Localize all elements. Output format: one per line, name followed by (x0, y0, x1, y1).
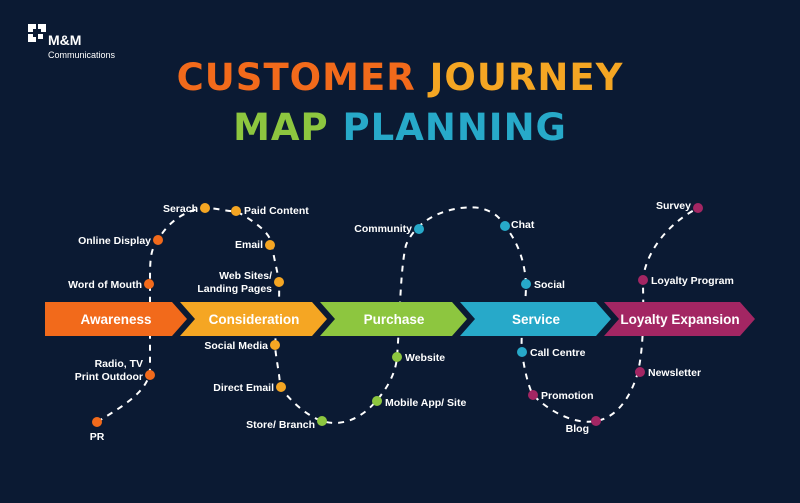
service-touchpoints: Chat Social Call Centre Promotion Blog (500, 219, 601, 435)
stage-arrow-service (460, 302, 611, 336)
brand-subtitle: Communications (48, 50, 116, 60)
stage-label-purchase: Purchase (364, 312, 425, 327)
touchpoint-dot (591, 416, 601, 426)
touchpoint-dot (372, 396, 382, 406)
touchpoint-dot (693, 203, 703, 213)
touchpoint-community: Community (354, 223, 412, 235)
touchpoint-dot (276, 382, 286, 392)
touchpoint-promotion: Promotion (541, 390, 594, 402)
touchpoint-dot (638, 275, 648, 285)
stage-arrow-awareness (45, 302, 187, 336)
stage-arrow-purchase (320, 302, 467, 336)
stage-arrow-loyalty (604, 302, 755, 336)
touchpoint-store-branch: Store/ Branch (246, 419, 315, 431)
awareness-touchpoints: PR Radio, TV Print Outdoor Word of Mouth… (68, 235, 163, 443)
touchpoint-call-centre: Call Centre (530, 347, 586, 359)
touchpoint-print-outdoor: Print Outdoor (75, 371, 143, 383)
touchpoint-serach: Serach (163, 203, 198, 215)
purchase-touchpoints: Community Website Mobile App/ Site (354, 223, 466, 409)
touchpoint-direct-email: Direct Email (213, 382, 274, 394)
loyalty-touchpoints: Survey Loyalty Program Newsletter (635, 200, 734, 379)
touchpoint-survey: Survey (656, 200, 691, 212)
touchpoint-website: Website (405, 352, 445, 364)
title-word-map: MAP (233, 106, 329, 149)
touchpoint-dot (274, 277, 284, 287)
touchpoint-pr: PR (90, 431, 105, 443)
touchpoint-dot (414, 224, 424, 234)
touchpoint-landing-pages: Landing Pages (197, 283, 272, 295)
title-word-customer: CUSTOMER (176, 56, 416, 99)
page-title-line-1: CUSTOMER JOURNEY (0, 56, 800, 99)
touchpoint-dot (200, 203, 210, 213)
journey-path (96, 206, 699, 424)
stage-label-service: Service (512, 312, 561, 327)
stage-arrows: Awareness Consideration Purchase Service… (45, 302, 755, 336)
touchpoint-dot (521, 279, 531, 289)
title-word-journey: JOURNEY (429, 56, 624, 99)
touchpoint-dot (145, 370, 155, 380)
touchpoint-online-display: Online Display (78, 235, 151, 247)
title-word-planning: PLANNING (342, 106, 567, 149)
touchpoint-loyalty-program: Loyalty Program (651, 275, 734, 287)
touchpoint-mobile-app-site: Mobile App/ Site (385, 397, 466, 409)
touchpoint-chat: Chat (511, 219, 535, 231)
touchpoint-word-of-mouth: Word of Mouth (68, 279, 142, 291)
touchpoint-blog: Blog (566, 423, 589, 435)
touchpoint-dot (635, 367, 645, 377)
touchpoint-dot (144, 279, 154, 289)
touchpoint-dot (317, 416, 327, 426)
touchpoint-dot (153, 235, 163, 245)
touchpoint-dot (517, 347, 527, 357)
stage-arrow-consideration (180, 302, 327, 336)
touchpoint-social-media: Social Media (204, 340, 268, 352)
page-title-line-2: MAP PLANNING (0, 106, 800, 149)
touchpoint-email: Email (235, 239, 263, 251)
touchpoint-web-sites: Web Sites/ (219, 270, 272, 282)
touchpoint-dot (528, 390, 538, 400)
touchpoint-social: Social (534, 279, 565, 291)
touchpoint-dot (392, 352, 402, 362)
touchpoint-dot (92, 417, 102, 427)
touchpoint-dot (231, 206, 241, 216)
touchpoint-newsletter: Newsletter (648, 367, 701, 379)
stage-label-awareness: Awareness (80, 312, 151, 327)
touchpoint-paid-content: Paid Content (244, 205, 309, 217)
touchpoint-radio-tv: Radio, TV (95, 358, 143, 370)
touchpoint-dot (270, 340, 280, 350)
touchpoint-dot (500, 221, 510, 231)
brand-name: M&M (48, 32, 82, 48)
stage-label-consideration: Consideration (209, 312, 300, 327)
stage-label-loyalty-expansion: Loyalty Expansion (620, 312, 739, 327)
consideration-touchpoints: Serach Paid Content Email Web Sites/ Lan… (163, 203, 327, 431)
logo-mark-icon (28, 24, 46, 42)
touchpoint-dot (265, 240, 275, 250)
